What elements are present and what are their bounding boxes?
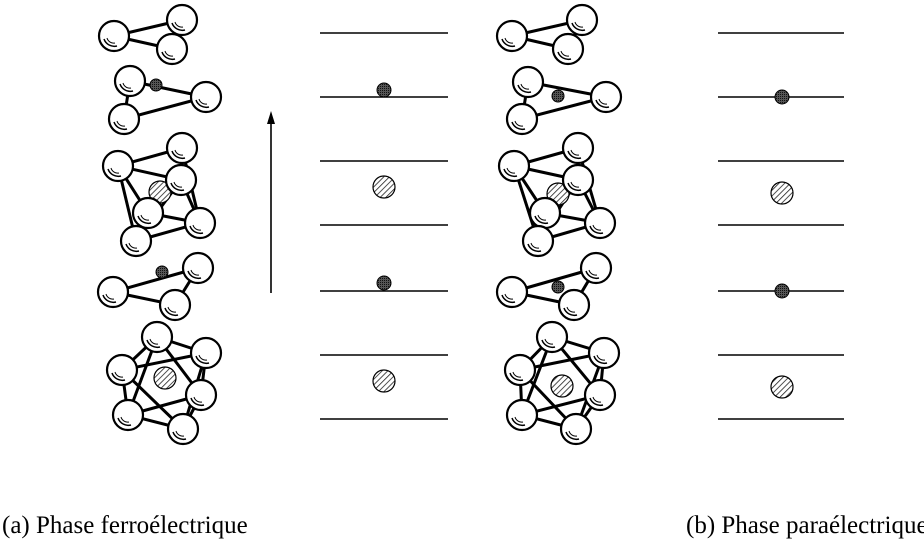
layer-schematic-a — [320, 32, 448, 420]
caption-ferroelectric: (a) Phase ferroélectrique — [2, 512, 248, 539]
atom-ball — [559, 412, 593, 446]
large-atom-marker — [770, 375, 794, 399]
large-atom-marker — [372, 175, 396, 199]
atom-ball — [495, 19, 529, 53]
atom-ball — [165, 131, 199, 165]
atom-ball — [189, 80, 223, 114]
triangle-layer-small-atom — [495, 251, 613, 322]
triangle-layer-small-atom — [96, 251, 215, 322]
atom-ball — [528, 196, 562, 230]
atom-ball — [101, 149, 135, 183]
small-atom-marker — [376, 275, 392, 291]
small-atom-marker — [774, 283, 790, 299]
octahedron-layer — [101, 131, 217, 258]
large-atom — [550, 374, 574, 398]
atom-ball — [505, 398, 539, 432]
small-atom-marker — [376, 82, 392, 98]
atom-ball — [183, 206, 217, 240]
layer-schematic-b — [718, 32, 844, 420]
small-atom — [551, 280, 565, 294]
large-atom-marker — [372, 369, 396, 393]
small-atom — [155, 265, 169, 279]
polarization-arrow — [267, 111, 275, 293]
octahedron-layer — [503, 320, 621, 446]
atom-ball — [579, 251, 613, 285]
panel-b — [495, 3, 844, 446]
atom-ball — [589, 80, 623, 114]
atom-ball — [587, 336, 621, 370]
caption-paraelectric: (b) Phase paraélectrique — [686, 512, 924, 539]
panel-a — [96, 3, 448, 446]
atom-ball — [166, 412, 200, 446]
structure-column-b — [495, 3, 623, 446]
atom-ball — [113, 64, 147, 98]
atom-ball — [96, 275, 130, 309]
large-atom-marker — [770, 181, 794, 205]
atom-ball — [557, 288, 591, 322]
atom-ball — [155, 32, 189, 66]
atom-ball — [184, 378, 218, 412]
atom-ball — [511, 65, 545, 99]
atom-ball — [119, 224, 153, 258]
structure-column-a — [96, 3, 223, 446]
atom-ball — [583, 378, 617, 412]
atom-ball — [111, 398, 145, 432]
atom-ball — [521, 224, 555, 258]
atom-ball — [497, 149, 531, 183]
atom-ball — [181, 251, 215, 285]
small-atom — [149, 78, 163, 92]
atom-ball — [551, 32, 585, 66]
atom-ball — [97, 19, 131, 53]
triangle-layer — [97, 3, 199, 66]
small-atom — [551, 89, 565, 103]
atom-ball — [164, 163, 198, 197]
triangle-layer — [495, 3, 599, 66]
octahedron-layer — [105, 320, 223, 446]
triangle-layer-small-atom — [505, 65, 623, 136]
octahedron-layer — [497, 131, 617, 258]
small-atom-marker — [774, 89, 790, 105]
atom-ball — [165, 3, 199, 37]
atom-ball — [107, 102, 141, 136]
large-atom — [153, 366, 177, 390]
atom-ball — [583, 206, 617, 240]
atom-ball — [140, 320, 174, 354]
atom-ball — [561, 131, 595, 165]
atom-ball — [505, 102, 539, 136]
atom-ball — [131, 196, 165, 230]
atom-ball — [158, 288, 192, 322]
atom-ball — [105, 353, 139, 387]
atom-ball — [565, 3, 599, 37]
atom-ball — [189, 336, 223, 370]
atom-ball — [561, 163, 595, 197]
atom-ball — [535, 320, 569, 354]
triangle-layer-small-atom — [107, 64, 223, 136]
atom-ball — [495, 275, 529, 309]
atom-ball — [503, 353, 537, 387]
